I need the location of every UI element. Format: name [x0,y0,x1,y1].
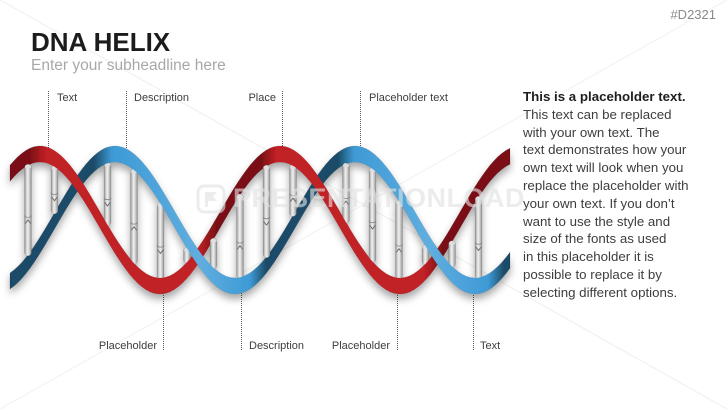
leader-line-top-3 [282,91,283,148]
top-label-1: Text [57,92,78,104]
top-label-2: Description [134,92,190,104]
leader-line-bottom-2 [241,288,242,350]
top-label-4: Placeholder text [369,92,448,104]
dna-helix-illustration [9,145,511,295]
slide-title: DNA HELIX [31,27,171,57]
bottom-label-2: Description [249,340,305,352]
leader-line-top-2 [126,91,127,148]
leader-line-top-1 [48,91,49,148]
slide-code: #D2321 [670,7,716,22]
slide-subtitle: Enter your subheadline here [31,57,226,74]
top-label-3: Place [248,92,276,104]
description-heading: This is a placeholder text. [523,89,686,104]
leader-line-bottom-4 [473,288,474,350]
description-body: This text can be replaced with your own … [523,106,689,300]
description-panel: This is a placeholder text. This text ca… [523,88,719,302]
leader-line-top-4 [360,91,361,148]
bottom-label-4: Text [480,340,501,352]
bottom-label-3: Placeholder [331,340,390,352]
leader-line-bottom-3 [397,288,398,350]
bottom-label-1: Placeholder [98,340,157,352]
leader-line-bottom-1 [163,288,164,350]
